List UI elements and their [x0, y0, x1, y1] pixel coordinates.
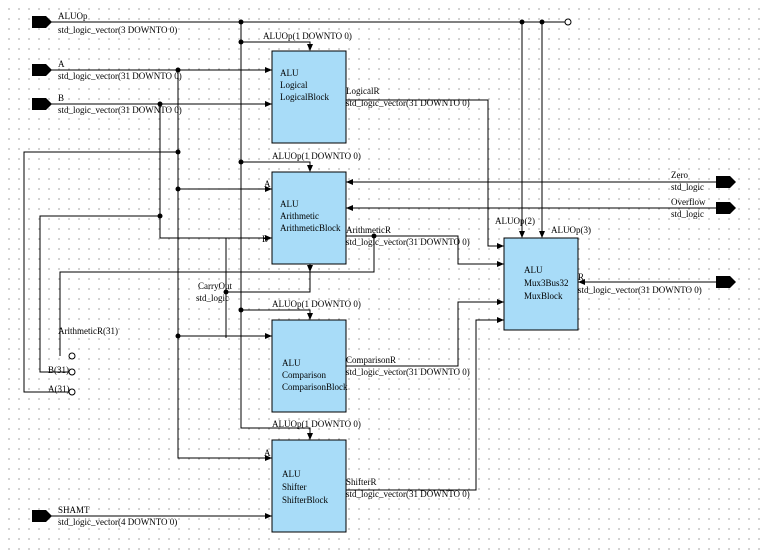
comparison-instance: ComparisonBlock	[282, 382, 348, 392]
logical-lib: ALU	[280, 68, 299, 78]
b-port-icon[interactable]	[32, 98, 52, 110]
overflow-port-name: Overflow	[671, 197, 706, 207]
arithmetic-instance: ArithmeticBlock	[280, 223, 341, 233]
comparison-block[interactable]: ALU Comparison ComparisonBlock	[271, 319, 348, 413]
a-port-name: A	[58, 59, 65, 69]
shifter-entity: Shifter	[282, 482, 307, 492]
arithmetic-block[interactable]: ALU Arithmetic ArithmeticBlock	[271, 171, 347, 265]
arithmeticr-wire	[346, 235, 504, 265]
shifter-lib: ALU	[282, 469, 301, 479]
a31-open-connector[interactable]	[68, 388, 76, 396]
arithr31-wire	[59, 236, 375, 356]
aluop3-label: ALUOp(3)	[551, 225, 591, 235]
aluop-port-icon[interactable]	[32, 16, 52, 28]
mux-lib: ALU	[524, 265, 543, 275]
r-port-type: std_logic_vector(31 DOWNTO 0)	[578, 285, 702, 295]
shifter-instance: ShifterBlock	[282, 495, 328, 505]
arithmetic-entity: Arithmetic	[280, 211, 319, 221]
aluop-open-connector[interactable]	[564, 18, 572, 26]
arithr31-open-connector[interactable]	[68, 352, 76, 360]
wires	[23, 21, 728, 517]
comparisonr-label: ComparisonR	[346, 355, 396, 365]
a31-label: A(31)	[48, 384, 70, 394]
mux-pin-r: R	[578, 272, 584, 282]
logicalr-label: LogicalR	[346, 86, 380, 96]
aluop-slice-logical: ALUOp(1 DOWNTO 0)	[263, 31, 352, 41]
arith-pin-a: A	[264, 179, 271, 189]
aluop-slice-comparison: ALUOp(1 DOWNTO 0)	[272, 299, 361, 309]
aluop-slice-shifter: ALUOp(1 DOWNTO 0)	[272, 419, 361, 429]
arithmeticr-type: std_logic_vector(31 DOWNTO 0)	[346, 237, 470, 247]
comparisonr-type: std_logic_vector(31 DOWNTO 0)	[346, 367, 470, 377]
aluop-port-name: ALUOp	[58, 11, 88, 21]
shifterr-label: ShifterR	[346, 477, 377, 487]
b31-label: B(31)	[48, 365, 69, 375]
comparison-entity: Comparison	[282, 370, 326, 380]
b31-open-connector[interactable]	[68, 368, 76, 376]
junctions	[157, 19, 545, 339]
output-ports	[716, 176, 736, 288]
shifterr-type: std_logic_vector(31 DOWNTO 0)	[346, 489, 470, 499]
input-ports	[32, 16, 52, 522]
carryout-type: std_logic	[196, 293, 229, 303]
logical-block[interactable]: ALU Logical LogicalBlock	[271, 50, 347, 144]
aluop-slice-arithmetic: ALUOp(1 DOWNTO 0)	[272, 151, 361, 161]
aluop2-label: ALUOp(2)	[495, 216, 535, 226]
r-port-icon[interactable]	[716, 276, 736, 288]
carryout-label: CarryOut	[198, 281, 232, 291]
arithmetic-lib: ALU	[280, 199, 299, 209]
open-connectors	[68, 18, 572, 396]
shamt-port-icon[interactable]	[32, 510, 52, 522]
b31-wire	[39, 215, 160, 373]
b-port-name: B	[58, 93, 64, 103]
overflow-port-type: std_logic	[671, 209, 704, 219]
comparisonr-wire	[346, 301, 504, 367]
shamt-port-type: std_logic_vector(4 DOWNTO 0)	[58, 517, 177, 527]
mux-entity: Mux3Bus32	[524, 278, 569, 288]
arith-pin-b: B	[262, 234, 268, 244]
aluop-port-type: std_logic_vector(3 DOWNTO 0)	[58, 25, 177, 35]
logical-instance: LogicalBlock	[280, 92, 329, 102]
labels: ALUOp std_logic_vector(3 DOWNTO 0) A std…	[48, 11, 706, 527]
shifterr-wire	[346, 319, 504, 491]
mux-block[interactable]: ALU Mux3Bus32 MuxBlock	[503, 237, 579, 331]
comparison-lib: ALU	[282, 358, 301, 368]
a-port-icon[interactable]	[32, 64, 52, 76]
arithmeticr-label: ArithmeticR	[346, 225, 391, 235]
zero-port-icon[interactable]	[716, 176, 736, 188]
logical-entity: Logical	[280, 80, 308, 90]
b-port-type: std_logic_vector(31 DOWNTO 0)	[58, 105, 182, 115]
zero-port-name: Zero	[671, 170, 688, 180]
logicalr-wire	[346, 99, 504, 247]
shifter-block[interactable]: ALU Shifter ShifterBlock	[271, 439, 347, 533]
a-port-type: std_logic_vector(31 DOWNTO 0)	[58, 71, 182, 81]
logicalr-type: std_logic_vector(31 DOWNTO 0)	[346, 98, 470, 108]
shamt-port-name: SHAMT	[58, 505, 90, 515]
arithr31-label: ArithmeticR(31)	[58, 326, 118, 336]
carryout-wire	[226, 264, 311, 293]
mux-instance: MuxBlock	[524, 291, 563, 301]
arrowheads	[265, 44, 585, 519]
shifter-pin-a: A	[264, 448, 271, 458]
a31-wire	[23, 151, 178, 393]
zero-port-type: std_logic	[671, 182, 704, 192]
overflow-port-icon[interactable]	[716, 202, 736, 214]
